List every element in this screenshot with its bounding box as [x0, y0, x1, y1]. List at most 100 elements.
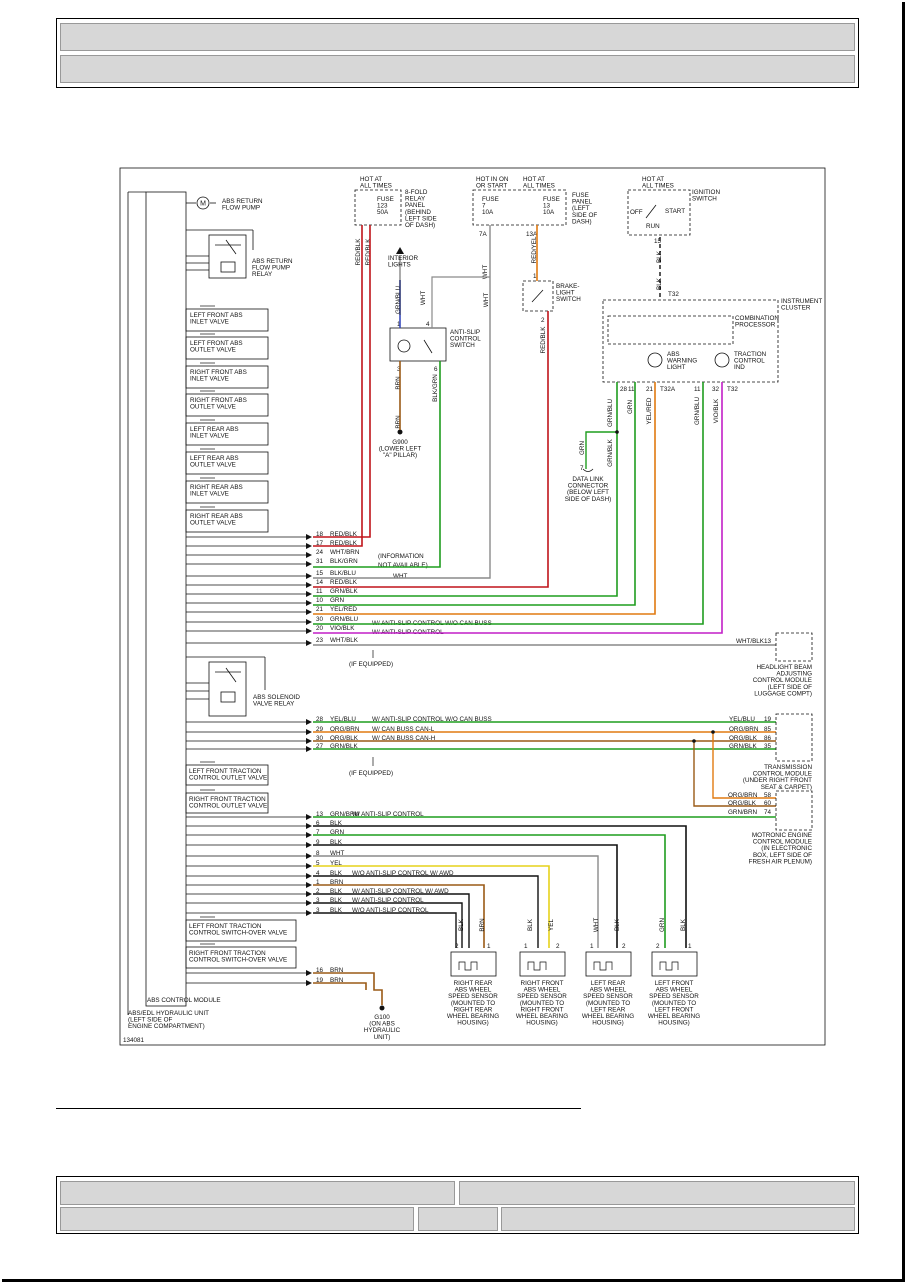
harness-pin-label: 9 — [316, 839, 320, 846]
connector-arrow — [306, 534, 312, 540]
vertical-wire-label: YEL — [548, 919, 555, 931]
harness-color-label: BRN — [330, 879, 344, 886]
pin-label: T32 — [668, 291, 679, 298]
valve-box-5 — [185, 422, 269, 446]
relay-coil — [220, 261, 236, 273]
vertical-wire-label: BRN — [395, 376, 402, 390]
connector-arrow — [306, 842, 312, 848]
sensor-coil-icon — [593, 961, 613, 971]
vertical-wire-label: YEL/RED — [646, 397, 653, 424]
connector-arrow — [306, 640, 312, 646]
wire-red-blk-17 — [313, 225, 363, 547]
pin-label: 15 — [654, 238, 662, 245]
pin-label: 7 — [580, 465, 584, 472]
connector-arrow — [306, 823, 312, 829]
harness-color-label: GRN/BRN — [330, 811, 359, 818]
valve-box-7 — [185, 480, 269, 504]
valve-box-2 — [185, 336, 269, 360]
brake-switch-arm — [531, 289, 544, 303]
vertical-wire-label: GRN — [627, 400, 634, 414]
wheel-sensor-box-1 — [450, 951, 497, 977]
pin-label: 3 — [397, 366, 401, 373]
harness-pin-label: 15 — [316, 570, 324, 577]
vertical-wire-label: BLK — [680, 918, 687, 931]
harness-note: NOT AVAILABLE) — [378, 562, 428, 569]
junction-dot — [615, 430, 619, 434]
pin-label: 21 — [646, 386, 654, 393]
vertical-wire-label: RED/BLK — [540, 326, 547, 354]
valve-box-4 — [185, 393, 269, 417]
harness-pin-label: 10 — [316, 597, 324, 604]
harness-color-label: ORG/BLK — [330, 735, 359, 742]
harness-pin-label: 30 — [316, 616, 324, 623]
wire-grn-blu-30 — [313, 382, 704, 625]
vertical-wire-label: WHT — [593, 918, 600, 932]
harness-note: W/O ANTI-SLIP CONTROL — [352, 907, 429, 914]
connector-arrow — [306, 543, 312, 549]
connector-arrow — [306, 582, 312, 588]
harness-pin-label: 5 — [316, 860, 320, 867]
dlc-connector-icon — [582, 468, 594, 472]
harness-color-label: ORG/BRN — [330, 726, 360, 733]
vertical-wire-label: BRN — [395, 415, 402, 429]
traction-lamp-icon — [714, 352, 730, 368]
harness-color-label: ORG/BLK — [728, 800, 757, 807]
connector-arrow — [306, 873, 312, 879]
wire-brn-19 — [313, 982, 367, 990]
wire-wht-branch — [431, 276, 490, 328]
harness-pin-label: 2 — [316, 888, 320, 895]
anti-slip-switch-box — [389, 327, 447, 362]
pin-label: 1 — [524, 943, 528, 950]
wire-org-blk-branch — [693, 741, 776, 807]
harness-color-label: RED/BLK — [330, 579, 358, 586]
wire-grn-blk-11 — [313, 382, 618, 597]
valve-box-8 — [185, 509, 269, 533]
connector-arrow — [306, 970, 312, 976]
junction-dot — [711, 730, 715, 734]
transmission-module-box — [775, 713, 813, 762]
connector-arrow — [306, 863, 312, 869]
harness-pin-label: 3 — [316, 897, 320, 904]
relay-switch-arm — [225, 239, 237, 255]
connector-arrow — [306, 729, 312, 735]
vertical-wire-label: BLK — [614, 918, 621, 931]
footer-block — [56, 1176, 859, 1234]
pin-label: 6 — [434, 366, 438, 373]
connector-arrow — [306, 853, 312, 859]
harness-note: W/ ANTI-SLIP CONTROL W/ AWD — [352, 888, 449, 895]
pin-label: 1 — [533, 273, 537, 280]
relay-panel-box — [354, 189, 402, 226]
sensor-coil-icon — [458, 961, 478, 971]
if-equipped-label: (IF EQUIPPED) — [349, 661, 393, 668]
harness-color-label: RED/BLK — [330, 531, 358, 538]
harness-color-label: BLK — [330, 907, 343, 914]
header-block — [56, 18, 859, 88]
vertical-wire-label: BLK — [656, 277, 663, 290]
connector-arrow — [306, 609, 312, 615]
wire-red-blk-18 — [313, 225, 371, 538]
pin-label: 4 — [426, 321, 430, 328]
harness-color-label: BLK — [330, 888, 343, 895]
vertical-wire-label: WHT — [420, 291, 427, 305]
harness-note: W/ ANTI-SLIP CONTROL — [352, 811, 424, 818]
wire-org-brn-branch — [712, 732, 776, 799]
wire-vio-blk-20 — [313, 382, 723, 634]
pin-label: 2 — [541, 317, 545, 324]
harness-pin-label: 30 — [316, 735, 324, 742]
connector-arrow — [306, 882, 312, 888]
connector-arrow — [306, 891, 312, 897]
connector-arrow — [306, 591, 312, 597]
harness-pin-label: 4 — [316, 870, 320, 877]
connector-arrow — [306, 738, 312, 744]
